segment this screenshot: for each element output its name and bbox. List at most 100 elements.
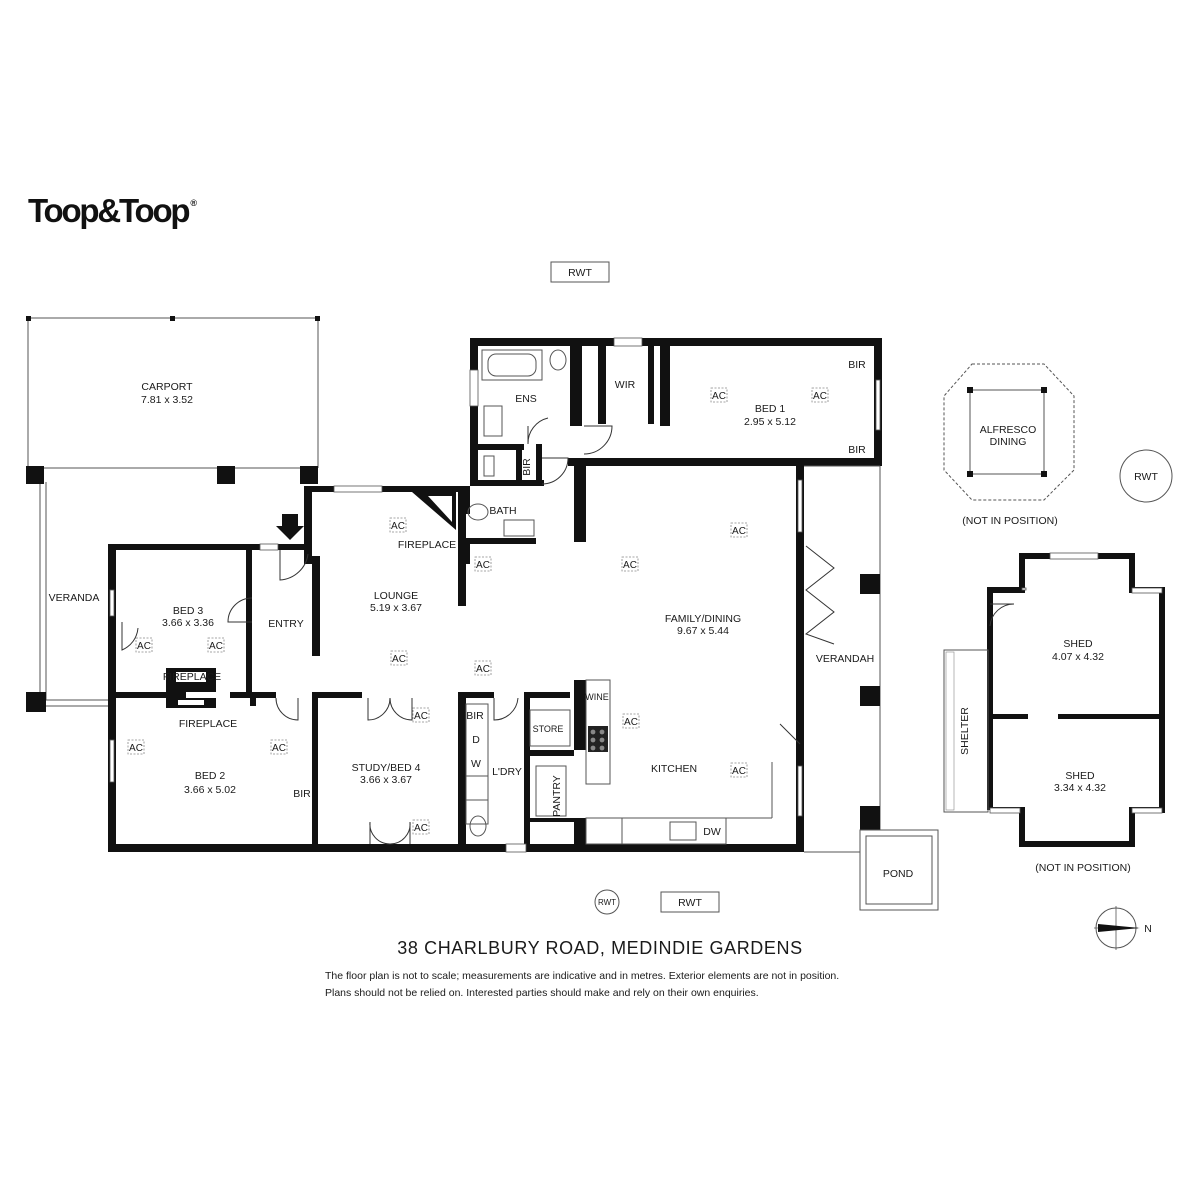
store-label: STORE xyxy=(533,724,564,734)
ac-marker: AC xyxy=(414,823,428,834)
bed2-dims: 3.66 x 5.02 xyxy=(184,784,236,796)
rwt-tank-right xyxy=(1119,449,1173,503)
disclaimer: The floor plan is not to scale; measurem… xyxy=(325,968,945,1002)
pantry-label: PANTRY xyxy=(551,775,563,817)
ac-marker: AC xyxy=(813,391,827,402)
ens-label: ENS xyxy=(515,393,537,405)
kitchen-label: KITCHEN xyxy=(651,763,697,775)
bed3-fireplace-label: FIREPLACE xyxy=(163,671,221,683)
toop-toop-logo: Toop&Toop® xyxy=(28,192,198,229)
bed3-dims: 3.66 x 3.36 xyxy=(162,617,214,629)
ac-marker: AC xyxy=(712,391,726,402)
pond-label: POND xyxy=(883,868,914,880)
ac-marker: AC xyxy=(732,766,746,777)
bed1-label: BED 1 xyxy=(755,403,786,415)
shelter-label: SHELTER xyxy=(959,707,971,755)
lounge-label: LOUNGE xyxy=(374,590,418,602)
door-swings xyxy=(121,417,801,845)
ac-markers: AC AC AC AC AC AC AC AC AC AC AC AC AC A… xyxy=(127,387,829,835)
carport-dims: 7.81 x 3.52 xyxy=(141,394,193,406)
rwt-label-right: RWT xyxy=(1134,471,1158,483)
laundry-label: L'DRY xyxy=(492,766,522,778)
ac-marker: AC xyxy=(414,711,428,722)
ac-marker: AC xyxy=(732,526,746,537)
ac-marker: AC xyxy=(476,664,490,675)
lounge-dims: 5.19 x 3.67 xyxy=(370,602,422,614)
study-label: STUDY/BED 4 xyxy=(352,762,421,774)
rwt-label-bottom: RWT xyxy=(678,897,702,909)
compass-n-label: N xyxy=(1144,923,1152,935)
rwt-box-bottom xyxy=(660,891,720,913)
rwt-label-bottom-tank: RWT xyxy=(598,898,616,907)
bed3-label: BED 3 xyxy=(173,605,204,617)
family-label: FAMILY/DINING xyxy=(665,613,741,625)
family-dims: 9.67 x 5.44 xyxy=(677,625,729,637)
rwt-box-top xyxy=(550,261,610,283)
wir-label: WIR xyxy=(615,379,636,391)
ac-marker: AC xyxy=(391,521,405,532)
bifold-doors xyxy=(804,545,835,645)
dryer-label: D xyxy=(472,734,480,746)
alfresco-note: (NOT IN POSITION) xyxy=(962,515,1057,527)
bed2-label: BED 2 xyxy=(195,770,226,782)
carport-label: CARPORT xyxy=(141,381,193,393)
wine-label: WINE xyxy=(585,692,609,702)
ac-marker: AC xyxy=(272,743,286,754)
cooktop-icon xyxy=(588,726,608,752)
veranda-label: VERANDA xyxy=(49,592,100,604)
bed1-bir-top-label: BIR xyxy=(848,359,866,371)
bed1-dims: 2.95 x 5.12 xyxy=(744,416,796,428)
shed-door-swing xyxy=(989,603,1015,627)
alfresco-outline xyxy=(943,363,1075,501)
ac-marker: AC xyxy=(137,641,151,652)
shed2-label: SHED xyxy=(1065,770,1095,782)
property-address-title: 38 CHARLBURY ROAD, MEDINDIE GARDENS xyxy=(397,938,803,958)
pond-outline xyxy=(859,829,939,911)
carport-outline xyxy=(27,317,319,707)
ac-marker: AC xyxy=(623,560,637,571)
shed2-dims: 3.34 x 4.32 xyxy=(1054,782,1106,794)
verandah-label: VERANDAH xyxy=(816,653,874,665)
bed1-bir-bottom-label: BIR xyxy=(848,444,866,456)
kitchen-benches xyxy=(465,679,773,845)
shed-note: (NOT IN POSITION) xyxy=(1035,862,1130,874)
disclaimer-line-2: Plans should not be relied on. Intereste… xyxy=(325,987,759,999)
shed1-label: SHED xyxy=(1063,638,1093,650)
bath-label: BATH xyxy=(489,505,516,517)
ac-marker: AC xyxy=(392,654,406,665)
ens-bir-label: BIR xyxy=(521,458,533,476)
compass-icon xyxy=(1094,906,1140,950)
lounge-fireplace-label: FIREPLACE xyxy=(398,539,456,551)
verandah-outline xyxy=(804,465,881,853)
alfresco-label-line2: DINING xyxy=(990,436,1027,448)
carport-posts xyxy=(26,316,320,712)
entry-label: ENTRY xyxy=(268,618,303,630)
shelter-outline xyxy=(943,649,989,813)
shed-walls xyxy=(987,553,1165,847)
dw-label: DW xyxy=(703,826,721,838)
entry-arrow-icon xyxy=(276,514,304,540)
ac-marker: AC xyxy=(209,641,223,652)
ac-marker: AC xyxy=(476,560,490,571)
verandah-posts xyxy=(860,574,880,830)
room-labels: RWT CARPORT 7.81 x 3.52 VERANDA BED 3 3.… xyxy=(49,267,1159,935)
rwt-label-top: RWT xyxy=(568,267,592,279)
shed-divider xyxy=(990,714,1162,719)
washer-label: W xyxy=(471,758,481,770)
alfresco-posts xyxy=(967,387,1047,477)
shed-windows xyxy=(989,552,1163,814)
ac-marker: AC xyxy=(129,743,143,754)
disclaimer-line-1: The floor plan is not to scale; measurem… xyxy=(325,970,840,982)
windows xyxy=(109,337,881,853)
ac-marker: AC xyxy=(624,717,638,728)
bed2-fireplace-label: FIREPLACE xyxy=(179,718,237,730)
laundry-bir-label: BIR xyxy=(466,710,484,722)
bed2-bir-label: BIR xyxy=(293,788,311,800)
rwt-tank-bottom xyxy=(594,889,620,915)
study-dims: 3.66 x 3.67 xyxy=(360,774,412,786)
shed1-dims: 4.07 x 4.32 xyxy=(1052,651,1104,663)
alfresco-label-line1: ALFRESCO xyxy=(980,424,1037,436)
bathroom-fixtures xyxy=(467,349,567,837)
fireplace-symbols xyxy=(166,492,456,708)
